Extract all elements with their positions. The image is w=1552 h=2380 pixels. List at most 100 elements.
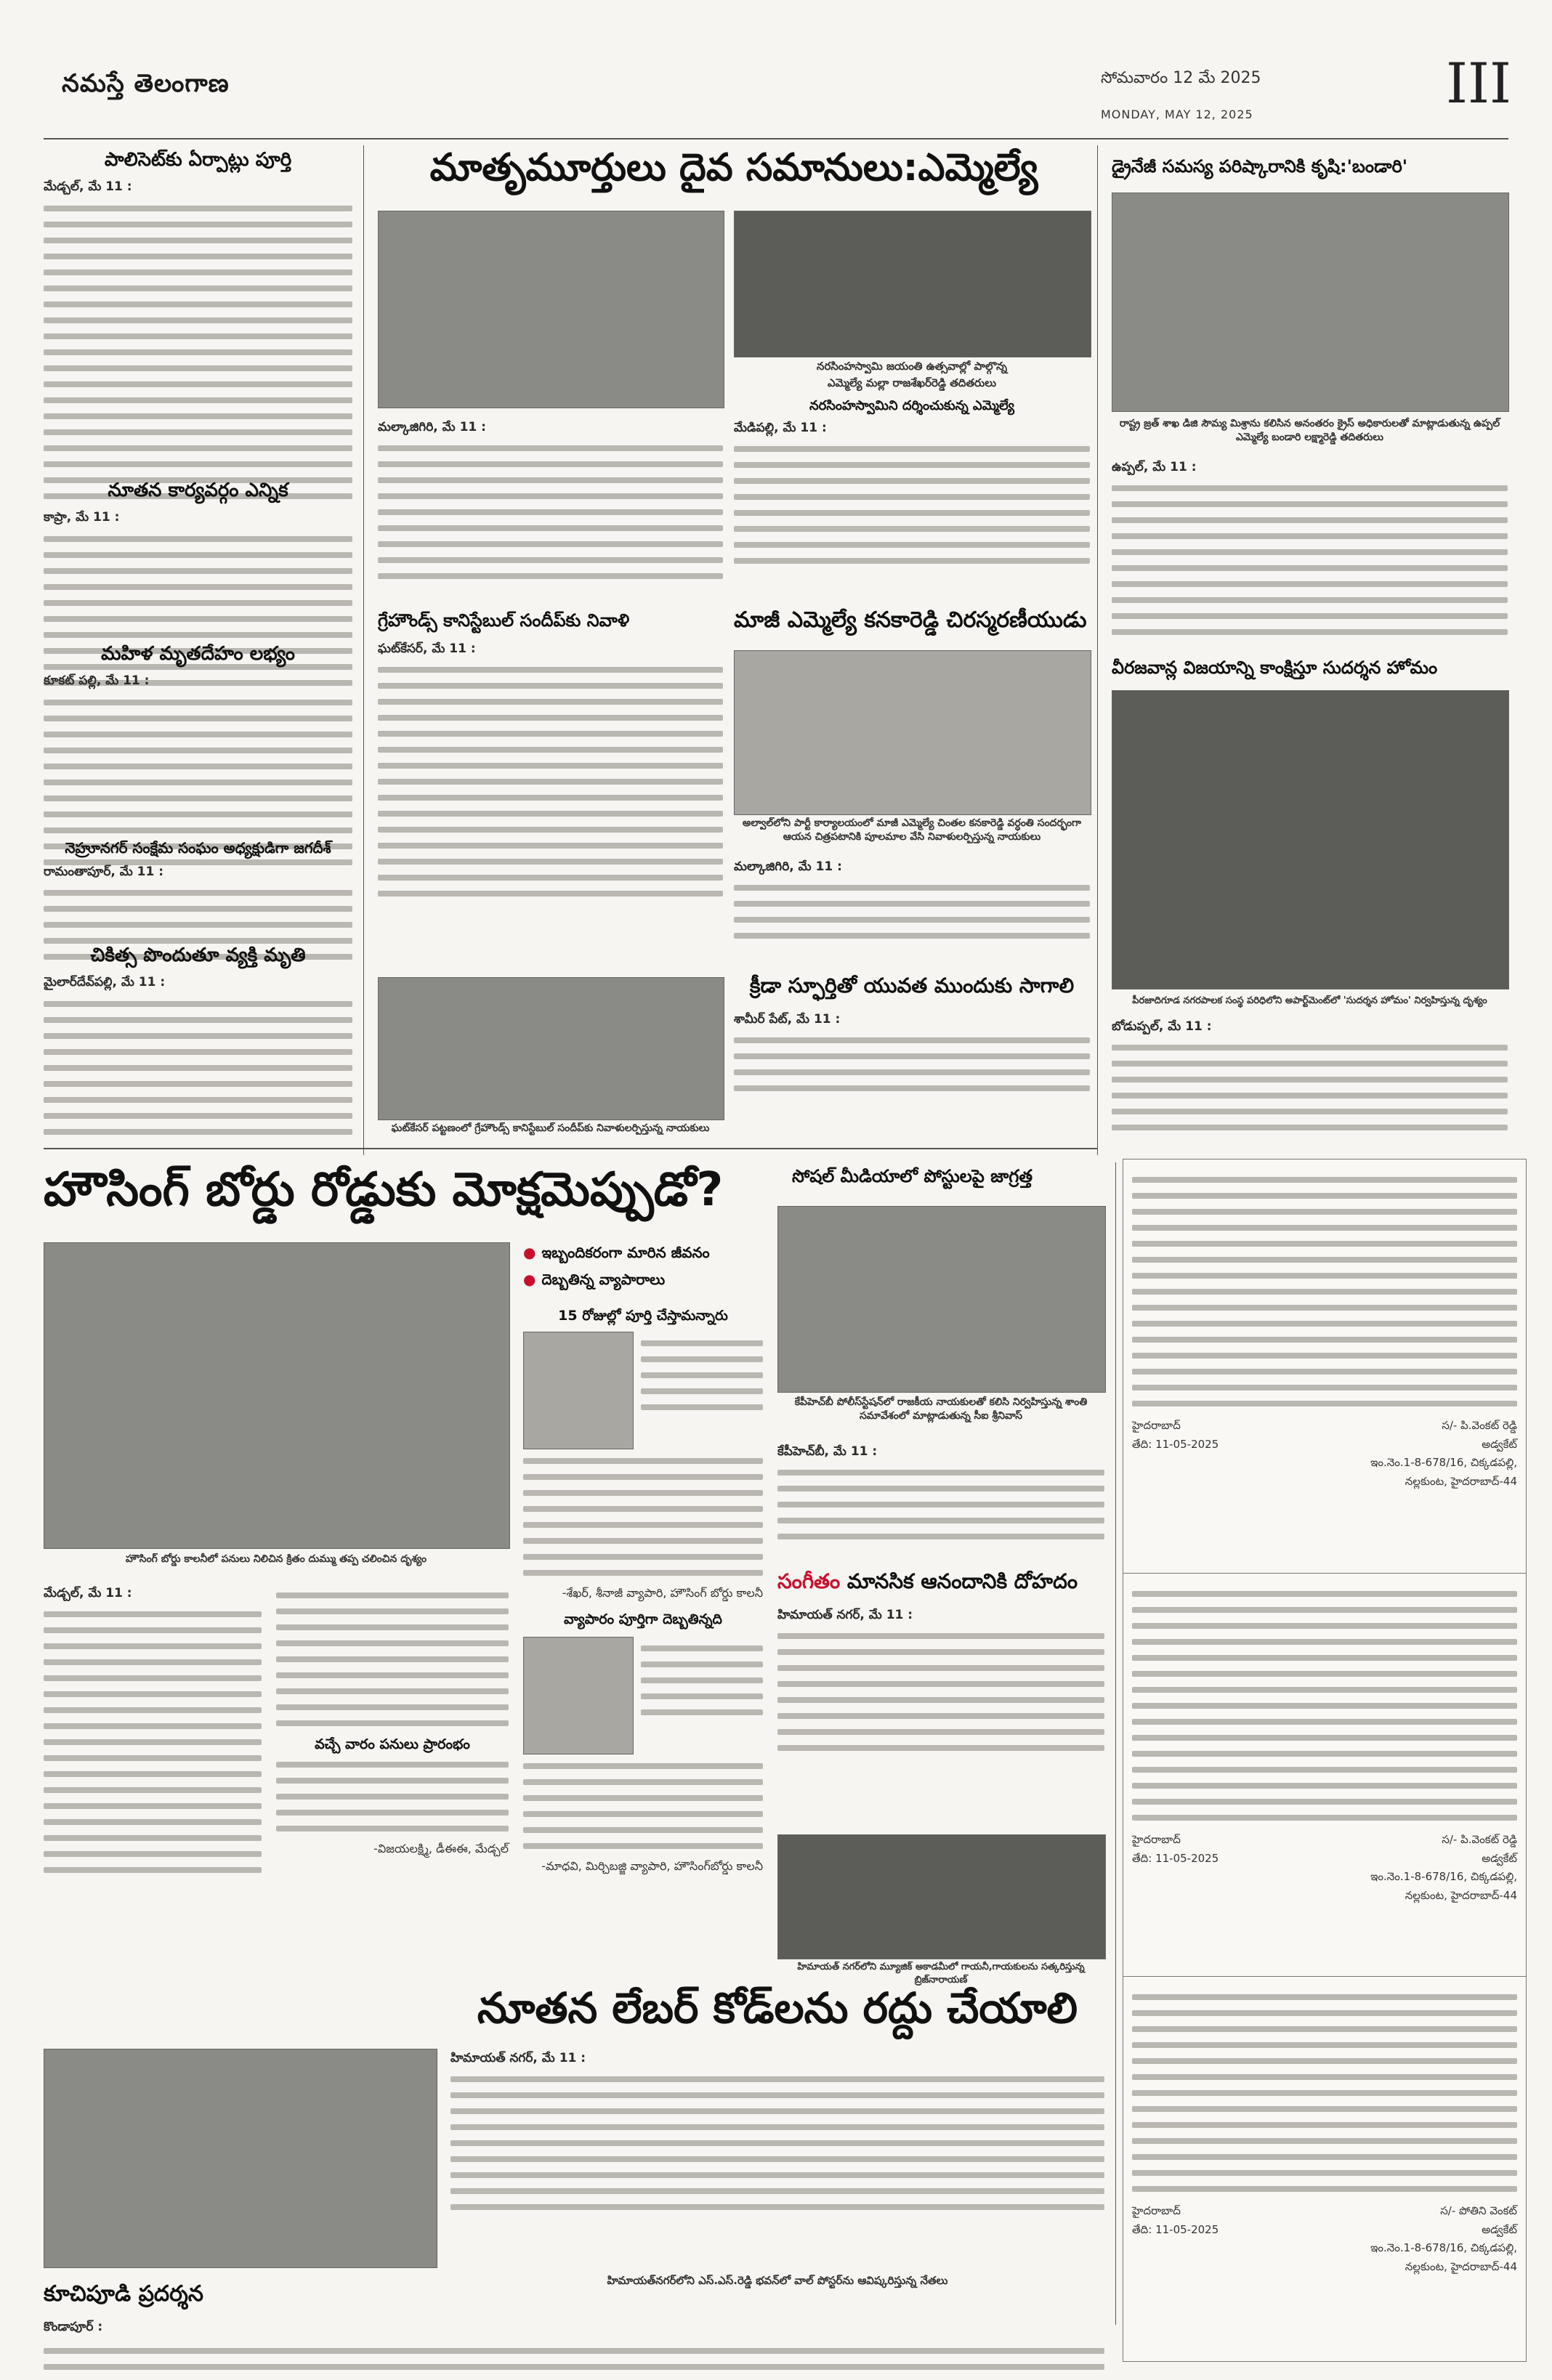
article-kuchipudi: కొండాపూర్ : [44, 2318, 1104, 2380]
article-body [734, 885, 1090, 939]
photo-caption-greyhounds: ఘట్‌కేసర్ పట్టణంలో గ్రేహౌండ్స్ కానిస్టేబ… [391, 1122, 710, 1134]
photo-caption-former-mla: అల్వాల్‌లోని పార్టీ కార్యాలయంలో మాజీ ఎమ్… [743, 817, 1081, 843]
article-subhead: నరసింహస్వామిని దర్శించుకున్న ఎమ్మెల్యే [809, 398, 1015, 413]
photo-labour-code [44, 2049, 437, 2268]
article-dateline: కాప్రా, మే 11 : [44, 510, 120, 525]
article-body [734, 1037, 1090, 1092]
article-polycet: పాలిసెట్‌కు ఏర్పాట్లు పూర్తి మేడ్చల్, మే… [44, 149, 352, 509]
article-dateline: రామంతాపూర్, మే 11 : [44, 865, 164, 879]
article-greyhounds: ఘట్‌కేసర్, మే 11 : [378, 639, 723, 907]
article-body [44, 205, 352, 499]
quote-signature: -మాధవి, మిర్చిబజ్జి వ్యాపారి, హౌసింగ్‌బో… [541, 1858, 763, 1873]
article-dateline: కేపీహెచ్‌బీ, మే 11 : [777, 1444, 878, 1459]
legal-notice-1: హైదరాబాద్ తేది: 11-05-2025 స/- పి.వెంకట్… [1123, 1159, 1527, 1581]
article-dateline: హిమాయత్ నగర్, మే 11 : [450, 2051, 586, 2065]
subhead-quote: 15 రోజుల్లో పూర్తి చేస్తామన్నారు [558, 1308, 728, 1324]
notice-date: తేది: 11-05-2025 [1132, 1851, 1219, 1865]
article-dateline: కొండాపూర్ : [44, 2320, 103, 2334]
article-headline-housing-board: హౌసింగ్ బోర్డు రోడ్డుకు మోక్షమెప్పుడో? [44, 1163, 724, 1217]
notice-place: హైదరాబాద్ [1132, 1419, 1181, 1432]
article-body [44, 699, 352, 865]
article-veerajawans: బోడుప్పల్, మే 11 : [1112, 1017, 1508, 1141]
notice-address: ఇం.నెం.1-8-678/16, చిక్కడపల్లి, [1370, 1870, 1517, 1883]
notice-body [1132, 1177, 1517, 1406]
newspaper-masthead: నమస్తే తెలంగాణ [62, 69, 230, 98]
article-body [44, 535, 352, 686]
photo-veerajawans [1112, 690, 1509, 989]
subhead-business: వ్యాపారం పూర్తిగా దెబ్బతిన్నది [564, 1611, 722, 1627]
article-headline-greyhounds: గ్రేహౌండ్స్ కానిస్టేబుల్ సందీప్‌కు నివాళ… [378, 610, 630, 631]
notice-role: అడ్వకేట్ [1482, 1851, 1517, 1865]
article-dateline: హిమాయత్ నగర్, మే 11 : [777, 1608, 913, 1622]
article-nehru-nagar: నెహ్రూనగర్ సంక్షేమ సంఘం అధ్యక్షుడిగా జగద… [44, 839, 352, 970]
article-drainage: ఉప్పల్, మే 11 : [1112, 458, 1508, 645]
article-body [378, 445, 723, 580]
notice-signature: స/- పి.వెంకట్ రెడ్డి [1442, 1833, 1517, 1846]
photo-music [777, 1834, 1106, 1959]
bullet-item: ●దెబ్బతిన్న వ్యాపారాలు [523, 1271, 666, 1288]
article-body [450, 2076, 1104, 2211]
article-social-media: కేపీహెచ్‌బీ, మే 11 : [777, 1442, 1104, 1550]
article-body [523, 1457, 763, 1576]
photo-portrait [523, 1331, 634, 1449]
date-telugu: సోమవారం 12 మే 2025 [1101, 69, 1261, 87]
article-former-mla: మల్కాజిగిరి, మే 11 : [734, 857, 1090, 949]
photo-housing-board [44, 1242, 510, 1549]
article-headline-social-media: సోషల్ మీడియాలో పోస్టులపై జాగ్రత్త [792, 1166, 1032, 1186]
article-dateline: మైలార్‌దేవ్‌పల్లి, మే 11 : [44, 975, 166, 990]
article-body [523, 1762, 763, 1849]
notice-address: నల్లకుంట, హైదరాబాద్-44 [1405, 2259, 1517, 2273]
article-new-committee: నూతన కార్యవర్గం ఎన్నిక కాప్రా, మే 11 : [44, 479, 352, 696]
notice-role: అడ్వకేట్ [1482, 2222, 1517, 2236]
notice-place: హైదరాబాద్ [1132, 1833, 1181, 1846]
photo-caption-labour-code: హిమాయత్‌నగర్‌లోని ఎస్.ఎస్.రెడ్డి భవన్‌లో… [607, 2274, 948, 2287]
headline-accent: సంగీతం [777, 1569, 841, 1593]
article-body [44, 1000, 352, 1135]
article-dateline: బోడుప్పల్, మే 11 : [1112, 1019, 1212, 1034]
article-headline: పాలిసెట్‌కు ఏర్పాట్లు పూర్తి [104, 149, 292, 171]
photo-caption-social-media: కేపీహెచ్‌బీ పోలీస్‌స్టేషన్‌లో రాజకీయ నాయ… [794, 1396, 1088, 1422]
article-headline: నూతన కార్యవర్గం ఎన్నిక [108, 479, 288, 501]
article-body [378, 667, 723, 897]
article-mothers-day-body: మల్కాజిగిరి, మే 11 : [378, 418, 723, 589]
article-headline: మహిళ మృతదేహం లభ్యం [101, 643, 295, 665]
header-rule [44, 138, 1508, 139]
article-dateline: మేడ్చల్, మే 11 : [44, 179, 132, 195]
article-dateline: మల్కాజిగిరి, మే 11 : [734, 859, 842, 874]
article-dateline: కూకట్ పల్లి, మే 11 : [44, 673, 150, 689]
quote-signature: -విజయలక్ష్మి, డీఈఈ, మేడ్చల్ [373, 1841, 509, 1855]
photo-portrait [523, 1636, 634, 1754]
article-dateline: మేడ్చల్, మే 11 : [44, 1586, 132, 1600]
notice-address: నల్లకుంట, హైదరాబాద్-44 [1405, 1888, 1517, 1902]
photo-caption-drainage: రాష్ట్ర జ్రత్ శాఖ డిజి సౌమ్య మిశ్రాను కల… [1119, 418, 1500, 443]
article-dateline: మల్కాజిగిరి, మే 11 : [378, 420, 486, 434]
article-dateline: ఘట్‌కేసర్, మే 11 : [378, 641, 476, 656]
column-divider [363, 145, 364, 1155]
article-fish-death: చికిత్స పొందుతూ వ్యక్తి మృతి మైలార్‌దేవ్… [44, 944, 352, 1145]
notice-date: తేది: 11-05-2025 [1132, 2222, 1219, 2236]
photo-caption-housing-board: హౌసింగ్ బోర్డు కాలనీలో పనులు నిలిచిన క్ర… [125, 1553, 427, 1565]
article-woman-body: మహిళ మృతదేహం లభ్యం కూకట్ పల్లి, మే 11 : [44, 643, 352, 875]
article-housing-quotes: 15 రోజుల్లో పూర్తి చేస్తామన్నారు -శేఖర్,… [523, 1308, 763, 1876]
article-headline-music: సంగీతం మానసిక ఆనందానికి దోహదం [777, 1569, 1104, 1594]
date-english: MONDAY, MAY 12, 2025 [1101, 108, 1253, 121]
notice-signature: స/- పోతిని వెంకట్ [1440, 2204, 1517, 2217]
article-body [44, 2348, 1104, 2371]
article-body [1112, 485, 1508, 636]
section-rule [44, 1148, 1097, 1149]
article-sports: శామీర్‌ పేట్, మే 11 : [734, 1010, 1090, 1101]
photo-mothers-day [378, 211, 724, 408]
subhead-rainy: వచ్చే వారం పనులు ప్రారంభం [315, 1736, 470, 1752]
article-headline-sports: క్రీడా స్ఫూర్తితో యువత ముందుకు సాగాలి [749, 974, 1075, 997]
column-divider [1115, 1162, 1116, 2325]
article-headline: చికిత్స పొందుతూ వ్యక్తి మృతి [90, 944, 306, 966]
article-body [276, 1592, 509, 1726]
notice-signature: స/- పి.వెంకట్ రెడ్డి [1442, 1419, 1517, 1432]
photo-greyhounds [378, 977, 724, 1120]
article-headline-former-mla: మాజీ ఎమ్మెల్యే కనకారెడ్డి చిరస్మరణీయుడు [734, 607, 1087, 633]
bullet-item: ●ఇబ్బందికరంగా మారిన జీవనం [523, 1244, 710, 1261]
notice-address: నల్లకుంట, హైదరాబాద్-44 [1405, 1474, 1517, 1488]
article-headline-labour-code: నూతన లేబర్ కోడ్‌లను రద్దు చేయాలి [477, 1983, 1078, 2033]
photo-social-media [777, 1206, 1106, 1393]
notice-address: ఇం.నెం.1-8-678/16, చిక్కడపల్లి, [1370, 1456, 1517, 1469]
